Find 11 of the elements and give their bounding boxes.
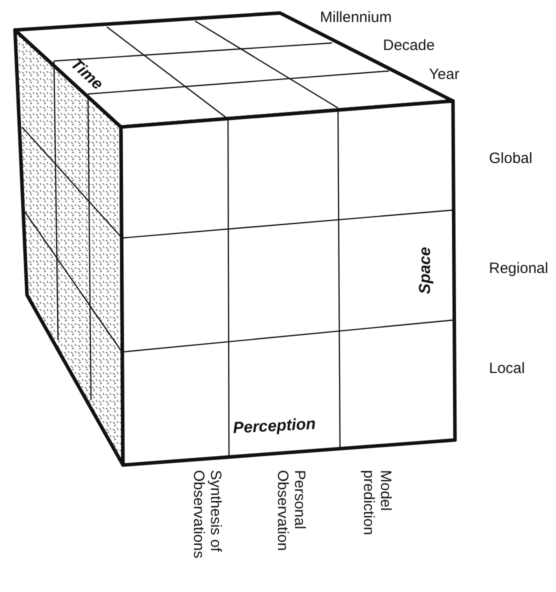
category-label: Model prediction (360, 470, 394, 538)
category-label: Regional (489, 260, 548, 277)
category-label: Millennium (320, 9, 392, 26)
axis-title: Space (417, 246, 434, 294)
category-label: Local (489, 360, 525, 377)
category-label: Personal Observation (274, 470, 308, 553)
category-label: Synthesis of Observations (190, 470, 224, 560)
axis-title: Perception (232, 416, 316, 438)
category-label: Global (489, 150, 532, 167)
category-label: Year (429, 66, 460, 83)
category-label: Decade (383, 37, 435, 54)
